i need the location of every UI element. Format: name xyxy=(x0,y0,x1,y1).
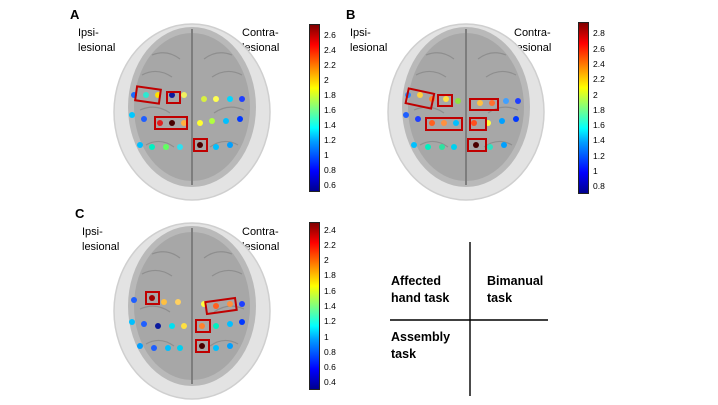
contra-label: Contra-lesional xyxy=(242,226,280,253)
colorbar-tick-label: 2.4 xyxy=(324,45,336,56)
colorbar-gradient xyxy=(309,222,320,390)
colorbar-tick-label: 2.4 xyxy=(593,59,605,70)
colorbar-tick-label: 1.6 xyxy=(593,120,605,131)
colorbar-tick-label: 1.8 xyxy=(324,89,336,100)
brain-map xyxy=(387,23,545,201)
ipsi-label: Ipsi-lesional xyxy=(78,27,116,54)
colorbar-tick-label: 2.2 xyxy=(324,60,336,71)
colorbar-tick-label: 1.2 xyxy=(324,316,336,327)
colorbar-gradient xyxy=(578,22,589,194)
colorbar-tick-label: 0.4 xyxy=(324,377,336,388)
colorbar-tick-label: 1.4 xyxy=(593,135,605,146)
highlight-boxes xyxy=(404,87,499,152)
colorbar-tick-label: 1.6 xyxy=(324,104,336,115)
colorbar-tick-label: 1.6 xyxy=(324,285,336,296)
colorbar-tick-label: 2 xyxy=(593,89,598,100)
colorbar-tick-label: 1.8 xyxy=(324,270,336,281)
contra-label: Contra-lesional xyxy=(242,27,280,54)
colorbar-tick-label: 1 xyxy=(324,149,329,160)
colorbar-tick-label: 2.6 xyxy=(593,43,605,54)
panel-c: C Ipsi-lesional Contra-lesional 2.4 2.2 2 1… xyxy=(0,200,350,405)
colorbar-tick-label: 2.6 xyxy=(324,30,336,41)
colorbar-tick-label: 1 xyxy=(593,166,598,177)
colorbar-tick-label: 2 xyxy=(324,255,329,266)
channel-dots xyxy=(129,92,245,150)
panel-b: B Ipsi-lesional Contra-lesional 2 xyxy=(338,0,718,201)
colorbar-tick-label: 0.8 xyxy=(593,181,605,192)
colorbar-tick-label: 0.8 xyxy=(324,346,336,357)
ipsi-label: Ipsi-lesional xyxy=(350,27,388,54)
colorbar-tick-label: 1 xyxy=(324,331,329,342)
colorbar-tick-label: 0.8 xyxy=(324,164,336,175)
colorbar-tick-label: 2.4 xyxy=(324,224,336,235)
panel-letter: C xyxy=(75,206,85,221)
colorbar-tick-label: 2 xyxy=(324,75,329,85)
contra-label: Contra-lesional xyxy=(514,27,552,54)
colorbar-tick-label: 0.6 xyxy=(324,362,336,373)
channel-dots xyxy=(129,295,245,351)
colorbar-tick-label: 1.4 xyxy=(324,301,336,311)
panel-letter: B xyxy=(346,7,356,22)
colorbar-tick-label: 2.8 xyxy=(593,28,605,39)
brain-map xyxy=(113,23,271,201)
colorbar: 2.8 2.6 2.4 2.2 2 1.8 1.6 1.4 1.2 1 0.8 xyxy=(578,22,618,197)
highlight-boxes xyxy=(145,291,238,353)
panel-letter: A xyxy=(70,7,80,22)
colorbar-tick-label: 2.2 xyxy=(324,239,336,250)
colorbar-gradient xyxy=(309,24,320,192)
brain-map xyxy=(113,222,271,400)
colorbar-tick-label: 1.4 xyxy=(324,119,336,130)
colorbar-tick-label: 1.8 xyxy=(593,104,605,115)
colorbar-tick-label: 1.2 xyxy=(593,150,605,161)
colorbar-tick-label: 1.2 xyxy=(324,134,336,145)
colorbar: 2.4 2.2 2 1.8 1.6 1.4 1.2 1 0.8 0.6 0.4 xyxy=(309,222,349,397)
colorbar-tick-label: 0.6 xyxy=(324,179,336,190)
ipsi-label: Ipsi-lesional xyxy=(82,226,120,253)
colorbar: 2.6 2.4 2.2 2 1.8 1.6 1.4 1.2 1 0.8 0.6 xyxy=(309,24,349,194)
highlight-boxes xyxy=(134,85,208,152)
colorbar-tick-label: 2.2 xyxy=(593,74,605,85)
